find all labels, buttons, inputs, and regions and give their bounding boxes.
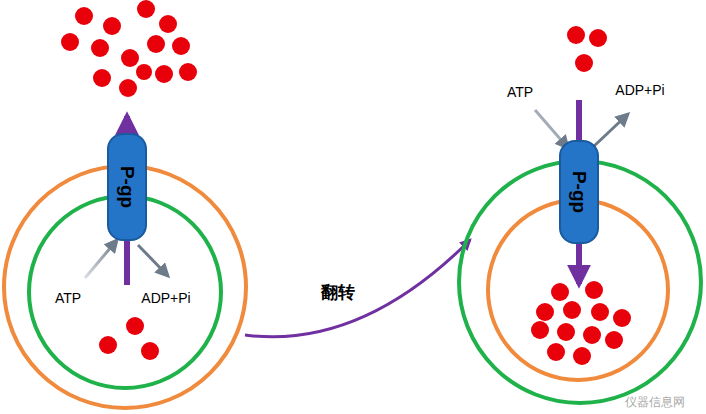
transporter-box: P-gp xyxy=(107,133,147,241)
drug-molecules xyxy=(531,26,631,365)
transporter-box: P-gp xyxy=(559,140,599,244)
molecule-label: ATP xyxy=(507,84,533,100)
flip-arrow xyxy=(245,240,470,337)
atp-arrow xyxy=(85,240,117,278)
transporter-label: P-gp xyxy=(116,166,138,208)
transporter-label: P-gp xyxy=(568,171,590,213)
outer-membrane xyxy=(4,166,246,408)
molecule-label: ADP+Pi xyxy=(141,290,190,306)
flip-label: 翻转 xyxy=(321,281,355,304)
molecule-label: ATP xyxy=(55,290,81,306)
molecule-label: ADP+Pi xyxy=(615,82,664,98)
watermark: 仪器信息网 xyxy=(625,394,685,411)
adp-arrow xyxy=(138,245,168,276)
atp-arrow xyxy=(535,110,568,148)
drug-molecules xyxy=(61,0,197,360)
adp-arrow xyxy=(592,114,628,148)
